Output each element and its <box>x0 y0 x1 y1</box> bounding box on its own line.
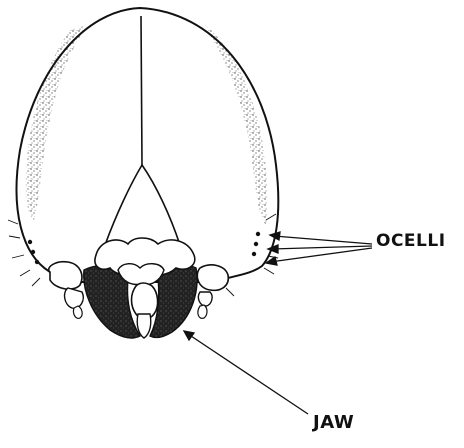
jaw-callout-arrow <box>184 331 308 414</box>
jaw-label: JAW <box>313 412 354 433</box>
right-antenna-base <box>197 265 228 318</box>
left-antenna-base <box>49 262 84 319</box>
ocelli-callout-arrows <box>266 232 372 265</box>
ocelli-label: OCELLI <box>376 231 446 251</box>
median-suture <box>141 16 142 165</box>
